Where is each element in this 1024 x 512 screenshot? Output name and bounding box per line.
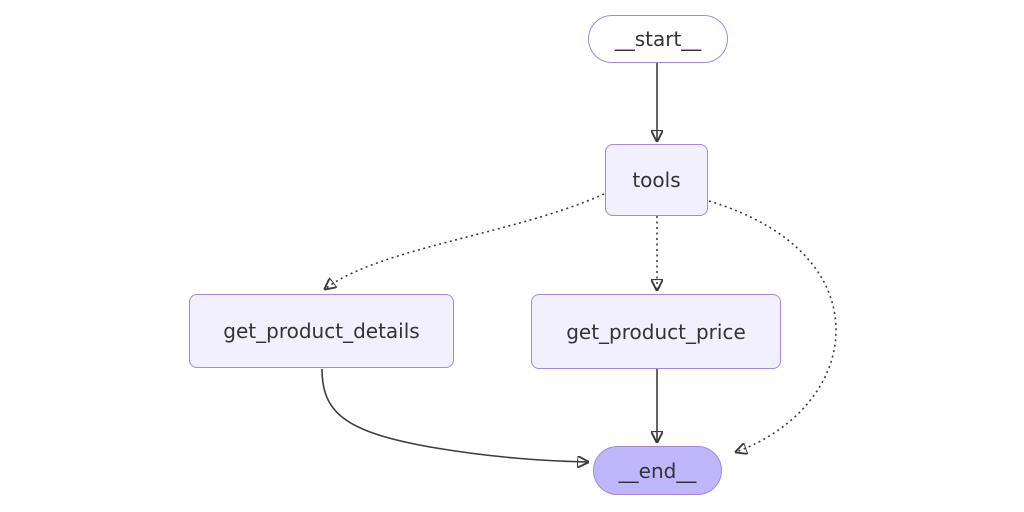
node-tools-label: tools [632,168,681,192]
edge-get-product-details-to-end [321,368,588,462]
edge-tools-to-get-product-details [325,193,605,289]
edge-tools-to-end [708,200,837,452]
node-end: __end__ [593,446,722,495]
node-end-label: __end__ [618,458,697,483]
node-get-product-details: get_product_details [189,294,454,368]
node-start: __start__ [588,15,728,63]
node-get-product-price-label: get_product_price [566,319,746,344]
node-get-product-details-label: get_product_details [223,319,420,343]
node-tools: tools [605,144,708,216]
node-get-product-price: get_product_price [531,294,781,369]
node-start-label: __start__ [614,27,702,51]
